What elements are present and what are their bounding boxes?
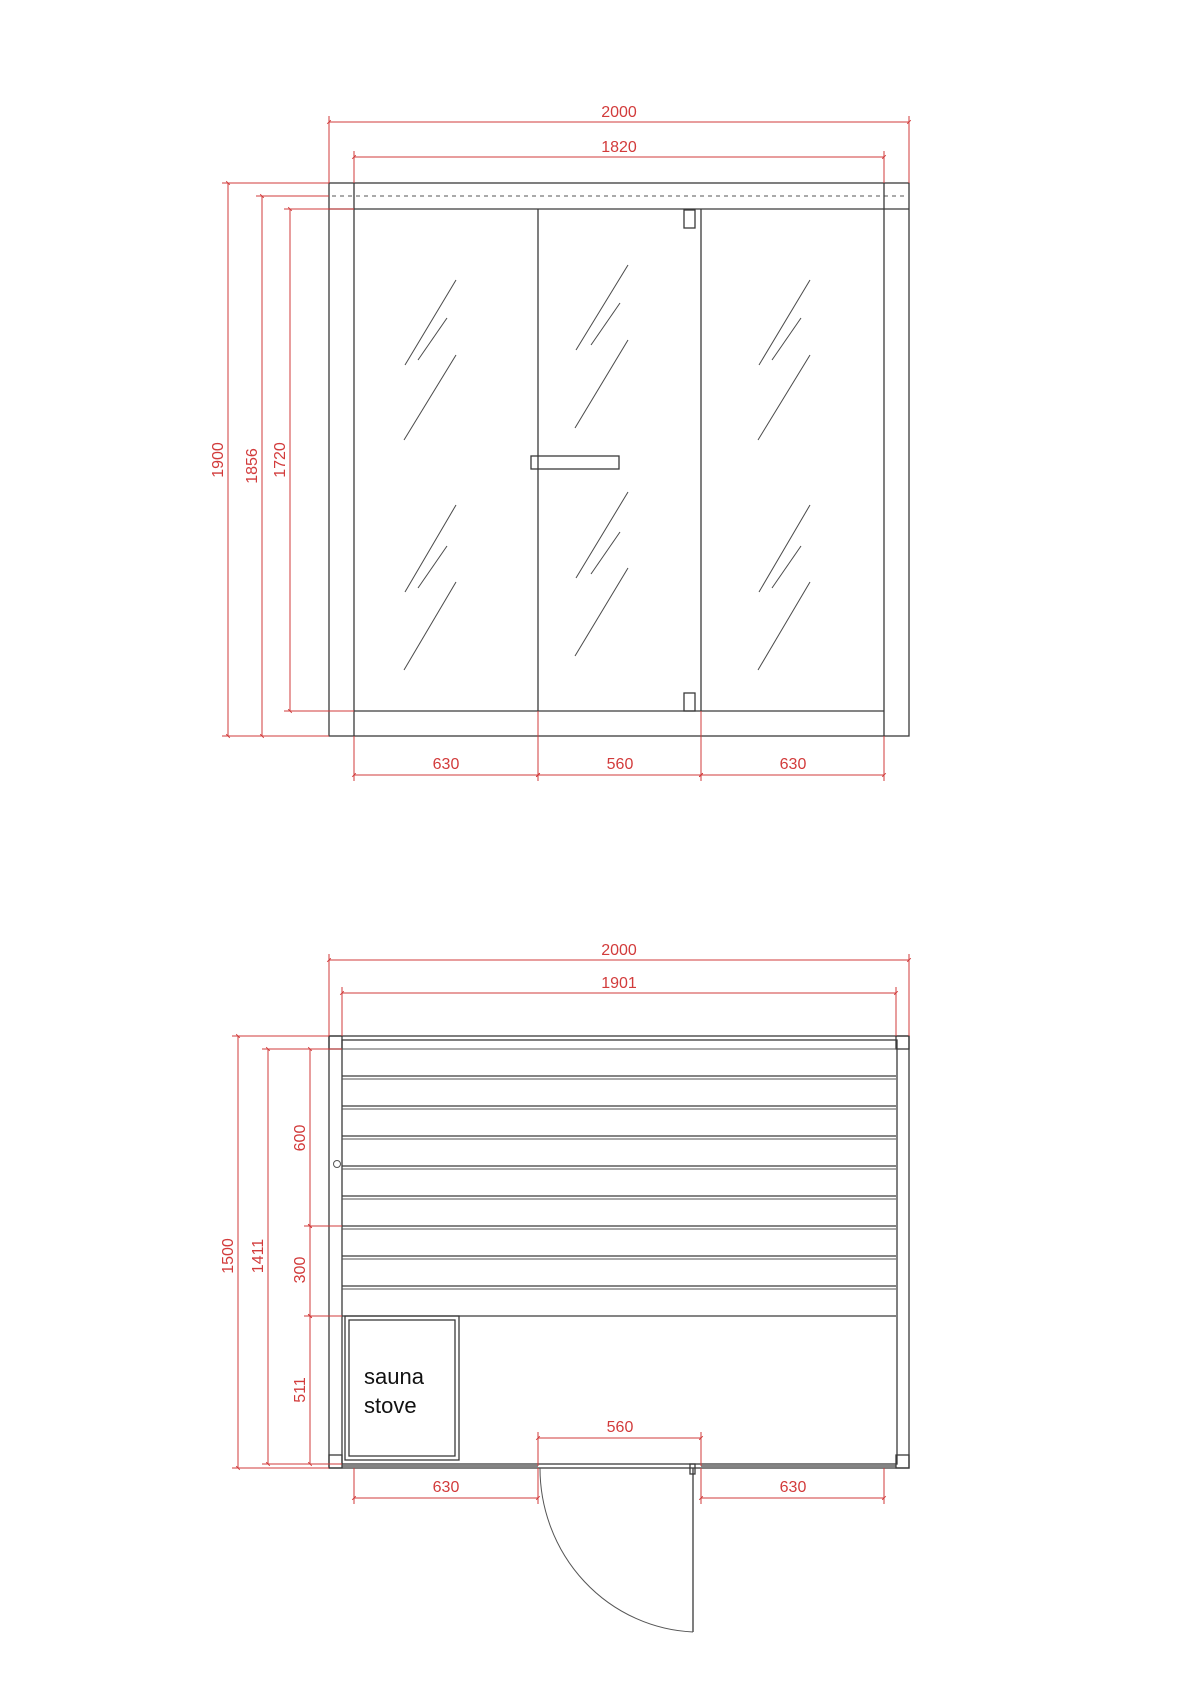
- bench-slats: [342, 1048, 896, 1317]
- plan-corner-tr: [895, 1035, 910, 1050]
- sauna-stove-outer: [344, 1315, 460, 1461]
- plan-corner-br: [895, 1454, 910, 1469]
- wall-fixture-icon: [333, 1160, 341, 1168]
- front-view: 2000 1820 630 560 630: [210, 104, 912, 781]
- front-dim-overall-width: 2000: [326, 104, 912, 183]
- plan-dim-bottom-panels: 630 630: [351, 1468, 887, 1504]
- plan-inner-wall: [341, 1039, 898, 1465]
- front-dim-bottom-panels: 630 560 630: [351, 711, 887, 781]
- hinge-top: [683, 209, 696, 229]
- dim-label-2000-front: 2000: [601, 104, 637, 121]
- door-swing-arc: [539, 1467, 694, 1633]
- dim-label-630-plan-right: 630: [780, 1479, 807, 1496]
- dim-label-300: 300: [292, 1257, 309, 1284]
- sauna-stove-label-line1: sauna: [364, 1364, 425, 1389]
- dim-label-1901: 1901: [601, 975, 637, 992]
- dim-label-630-left: 630: [433, 756, 460, 773]
- glass-reflection-left: [403, 279, 457, 671]
- dim-label-630-plan-left: 630: [433, 1479, 460, 1496]
- sauna-stove-label-line2: stove: [364, 1393, 417, 1418]
- front-dim-glass-width: 1820: [351, 139, 887, 183]
- dim-label-560-door: 560: [607, 756, 634, 773]
- plan-dim-depths: 1500 1411 600 300 511: [220, 1033, 342, 1471]
- plan-dim-inner-width: 1901: [339, 975, 899, 1036]
- front-dim-heights: 1900 1856 1720: [210, 180, 354, 739]
- glass-reflection-right: [757, 279, 811, 671]
- plan-corner-bl: [328, 1454, 343, 1469]
- plan-dim-door: 560: [535, 1419, 704, 1466]
- plan-outer-wall: [328, 1035, 910, 1469]
- dim-label-630-right: 630: [780, 756, 807, 773]
- dim-label-1856: 1856: [244, 448, 261, 484]
- dim-label-1411: 1411: [250, 1239, 267, 1274]
- hinge-bottom: [683, 692, 696, 712]
- dim-label-1720: 1720: [272, 442, 289, 478]
- sauna-stove-inner: [348, 1319, 456, 1457]
- dim-label-2000-plan: 2000: [601, 942, 637, 959]
- plan-view: sauna stove 2000 1901: [220, 942, 912, 1633]
- glass-reflection-door: [574, 264, 629, 657]
- plan-dim-overall-width: 2000: [326, 942, 912, 1036]
- dim-label-600: 600: [292, 1125, 309, 1152]
- door-handle: [530, 455, 620, 470]
- plan-corner-tl: [328, 1035, 343, 1050]
- dim-label-1500: 1500: [220, 1238, 237, 1274]
- dim-label-560-plan: 560: [607, 1419, 634, 1436]
- dim-label-1900: 1900: [210, 442, 227, 478]
- dim-label-1820: 1820: [601, 139, 637, 156]
- dim-label-511: 511: [292, 1377, 309, 1403]
- front-outer-frame: [328, 182, 910, 737]
